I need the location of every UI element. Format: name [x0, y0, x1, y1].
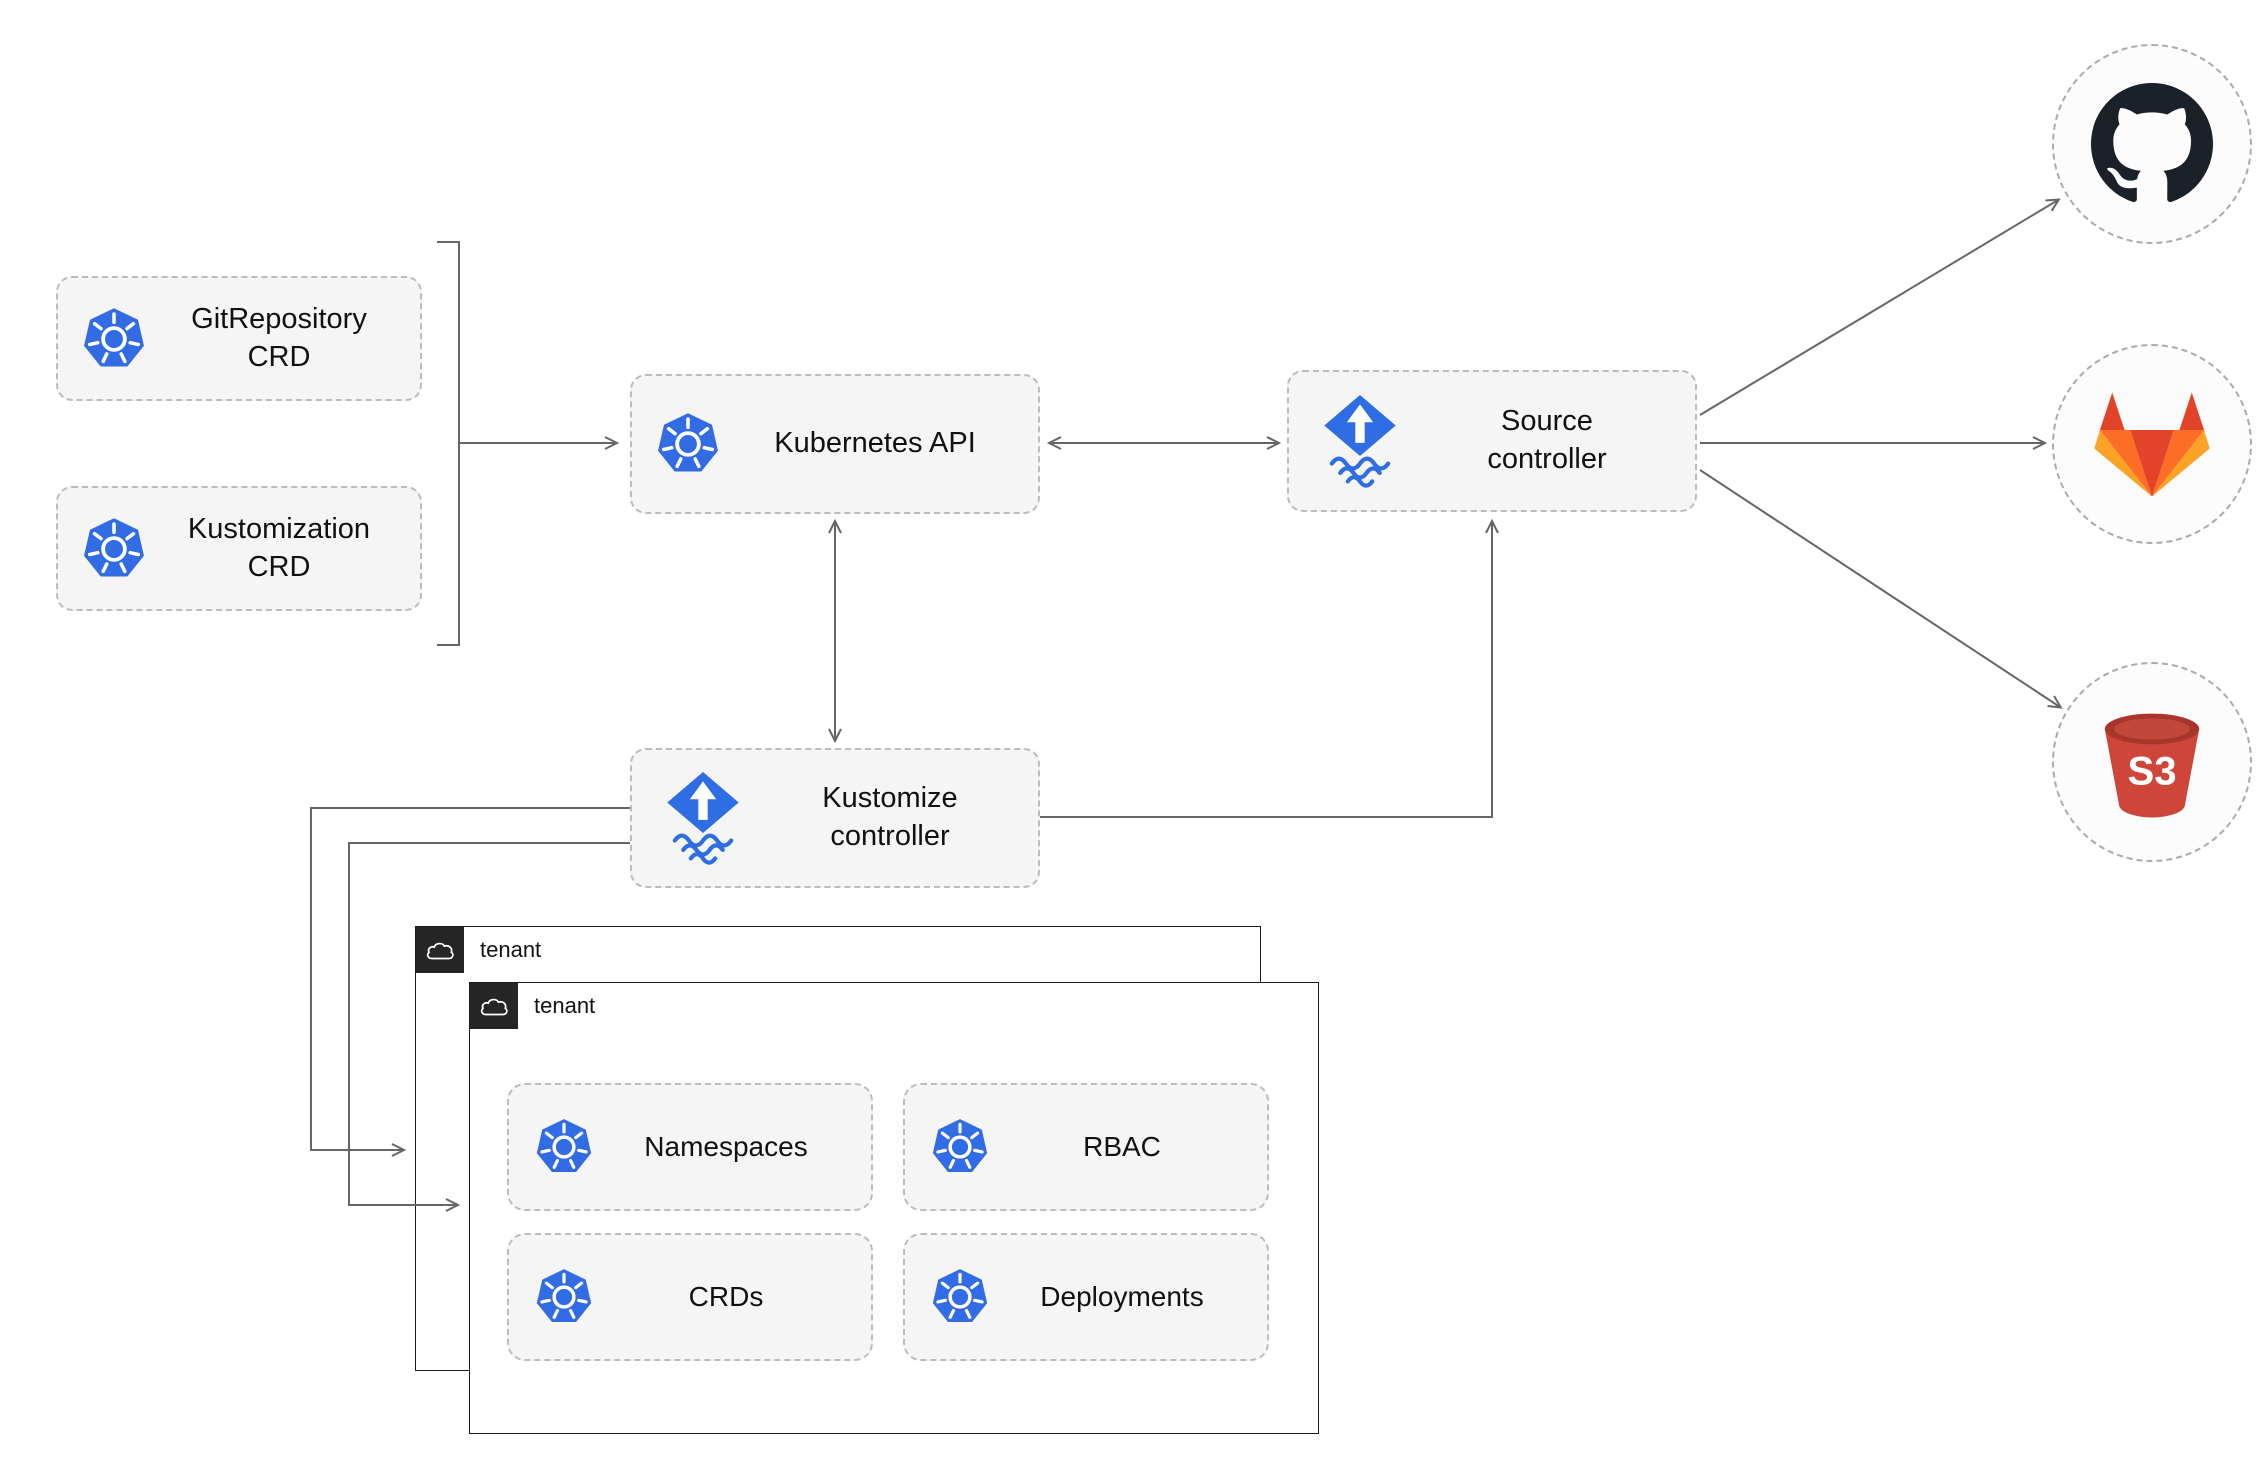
cloud-icon	[416, 927, 464, 973]
node-s3	[2052, 662, 2252, 862]
connector-source-s3	[1699, 469, 2063, 709]
node-label: CRDs	[688, 1281, 764, 1312]
node-source-controller: Source controller	[1287, 370, 1697, 512]
kubernetes-icon	[931, 1118, 989, 1176]
node-namespaces: Namespaces	[507, 1083, 873, 1211]
node-kubernetes-api: Kubernetes API	[630, 374, 1040, 514]
node-label: Kubernetes API	[774, 427, 976, 460]
node-kustomize-controller: Kustomize controller	[630, 748, 1040, 888]
cloud-icon	[470, 983, 518, 1029]
node-github	[2052, 44, 2252, 244]
node-label: Deployments	[1040, 1281, 1204, 1312]
node-deployments: Deployments	[903, 1233, 1269, 1361]
s3-bucket-icon	[2093, 703, 2211, 821]
node-crds: CRDs	[507, 1233, 873, 1361]
node-label: GitRepository CRD	[191, 302, 367, 373]
kubernetes-icon	[656, 412, 720, 476]
kubernetes-icon	[931, 1268, 989, 1326]
node-label: Source controller	[1487, 405, 1607, 475]
node-kustomization-crd: Kustomization CRD	[56, 486, 422, 611]
connector-crd-bracket	[437, 241, 460, 646]
kubernetes-icon	[82, 307, 146, 371]
kubernetes-icon	[535, 1118, 593, 1176]
gitlab-icon	[2093, 388, 2211, 500]
connector-source-github	[1699, 198, 2061, 416]
node-tenant-front: tenant Namespaces RBAC CRDs Deployments	[469, 982, 1319, 1434]
node-gitlab	[2052, 344, 2252, 544]
tenant-label: tenant	[480, 937, 542, 962]
connector-kustomize-source	[1040, 518, 1499, 818]
node-label: RBAC	[1083, 1131, 1161, 1162]
flux-icon	[1313, 394, 1407, 488]
github-icon	[2091, 83, 2213, 205]
kubernetes-icon	[535, 1268, 593, 1326]
node-label: Namespaces	[644, 1131, 808, 1162]
node-label: Kustomize controller	[822, 782, 958, 852]
node-rbac: RBAC	[903, 1083, 1269, 1211]
node-gitrepository-crd: GitRepository CRD	[56, 276, 422, 401]
node-label: Kustomization CRD	[187, 512, 371, 583]
flux-icon	[656, 771, 750, 865]
kubernetes-icon	[82, 517, 146, 581]
tenant-label: tenant	[534, 993, 596, 1018]
